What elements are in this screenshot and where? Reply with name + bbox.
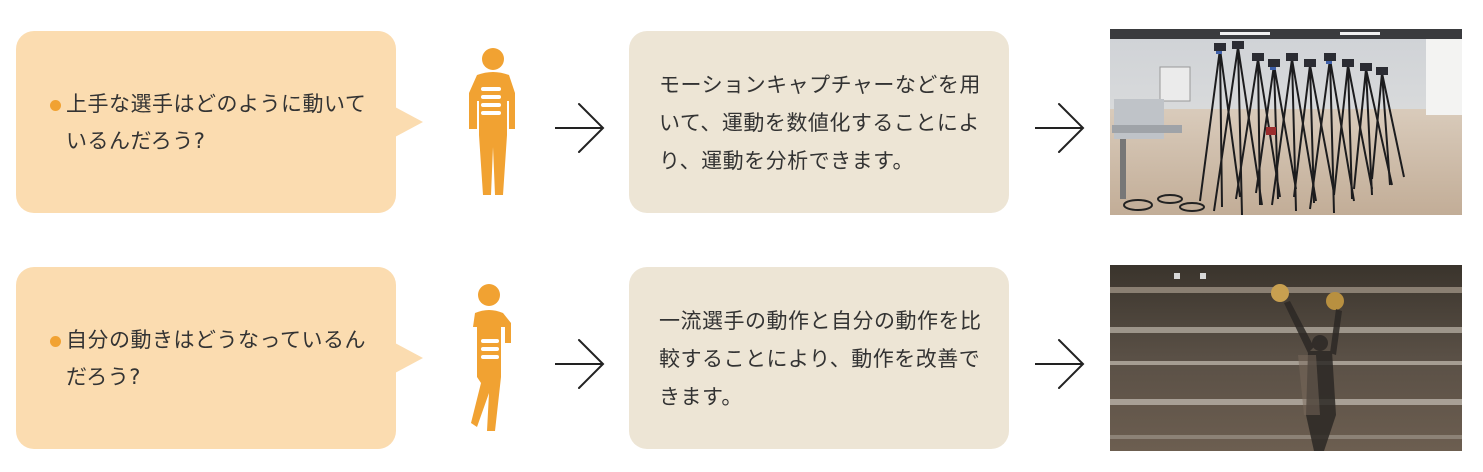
flow-row-1: 上手な選手はどのように動いているんだろう? モーションキャプチャーなどを用いて、… xyxy=(0,29,1483,215)
chevron-right-arrow-icon xyxy=(1035,339,1085,389)
question-bubble: 上手な選手はどのように動いているんだろう? xyxy=(16,31,423,213)
description-text: 一流選手の動作と自分の動作を比較することにより、動作を改善できます。 xyxy=(659,309,982,409)
description-box: モーションキャプチャーなどを用いて、運動を数値化することにより、運動を分析できま… xyxy=(629,31,1009,213)
description-text: モーションキャプチャーなどを用いて、運動を数値化することにより、運動を分析できま… xyxy=(659,73,981,173)
chevron-right-arrow-icon xyxy=(1035,103,1085,153)
question-text: 上手な選手はどのように動いているんだろう? xyxy=(66,92,367,153)
chevron-right-arrow-icon xyxy=(555,339,605,389)
bullet-dot xyxy=(50,100,61,111)
person-thinking-icon xyxy=(469,48,515,195)
person-leaning-thinking-icon xyxy=(471,284,511,431)
chevron-right-arrow-icon xyxy=(555,103,605,153)
flow-row-2: 自分の動きはどうなっているんだろう? 一流選手の動作と自分の動作を比較することに… xyxy=(0,265,1483,451)
volleyball-player-overlay-photo xyxy=(1110,265,1462,451)
bullet-dot xyxy=(50,336,61,347)
motion-capture-camera-tripods-photo xyxy=(1110,29,1462,215)
question-bubble: 自分の動きはどうなっているんだろう? xyxy=(16,267,423,449)
description-box: 一流選手の動作と自分の動作を比較することにより、動作を改善できます。 xyxy=(629,267,1009,449)
question-text: 自分の動きはどうなっているんだろう? xyxy=(66,328,366,389)
